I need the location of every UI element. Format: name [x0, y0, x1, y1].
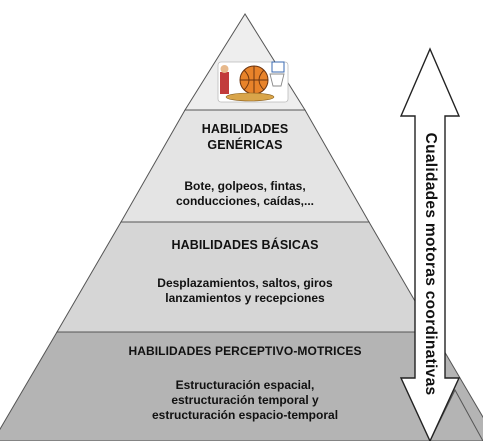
level-1-body: Bote, golpeos, fintas, conducciones, caí…: [175, 179, 315, 208]
level-2-body: Desplazamientos, saltos, giros lanzamien…: [157, 276, 333, 305]
level-2-title: HABILIDADES BÁSICAS: [171, 238, 319, 252]
level-1-title: HABILIDADES GENÉRICAS: [201, 122, 289, 152]
level-3-title: HABILIDADES PERCEPTIVO-MOTRICES: [128, 344, 362, 358]
level-3-band: [0, 331, 483, 442]
level-3-body: Estructuración espacial, estructuración …: [151, 378, 339, 422]
arrow-label: Cualidades motoras coordinativas: [422, 132, 439, 396]
sports-equipment-icon: [217, 61, 289, 103]
